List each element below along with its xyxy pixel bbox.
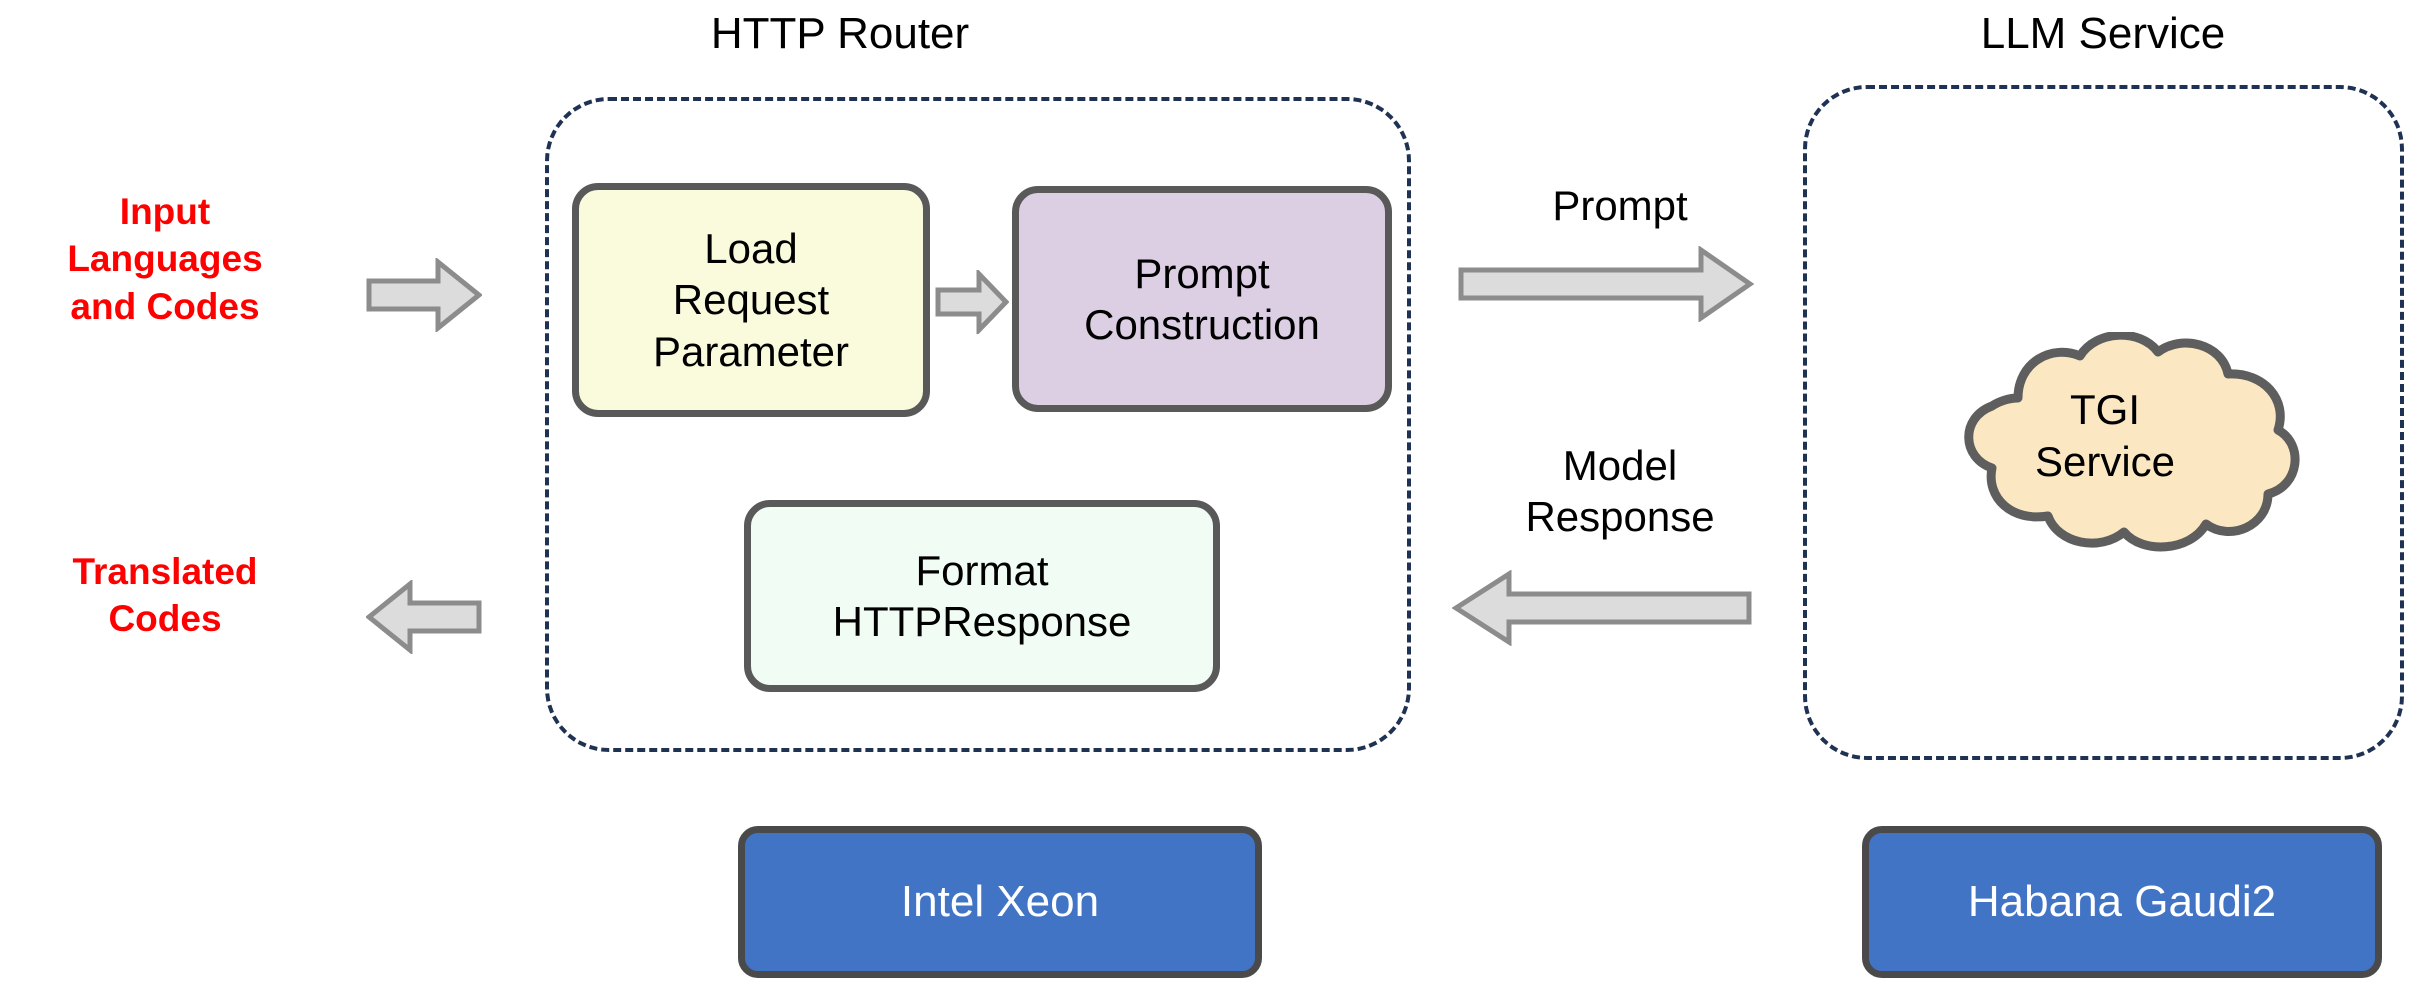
input-label: Input Languages and Codes	[67, 191, 263, 327]
habana-gaudi2-box[interactable]: Habana Gaudi2	[1862, 826, 2382, 978]
habana-gaudi2-label: Habana Gaudi2	[1967, 877, 2277, 926]
output-label: Translated Codes	[72, 551, 258, 640]
load-to-prompt-arrow	[935, 270, 1009, 334]
format-http-response-label: Format HTTPResponse	[832, 546, 1132, 645]
model-response-flow-label: Model Response	[1525, 442, 1715, 541]
prompt-flow-label: Prompt	[1552, 182, 1688, 229]
http-router-title: HTTP Router	[710, 9, 970, 58]
intel-xeon-label: Intel Xeon	[900, 877, 1100, 926]
format-http-response-box[interactable]: Format HTTPResponse	[744, 500, 1220, 692]
prompt-arrow	[1458, 246, 1754, 322]
prompt-construction-box[interactable]: Prompt Construction	[1012, 186, 1392, 412]
llm-service-group	[1803, 85, 2404, 760]
output-arrow	[366, 580, 482, 654]
tgi-service-cloud[interactable]: TGI Service	[1900, 332, 2310, 558]
cloud-icon	[1964, 332, 2300, 552]
input-arrow	[366, 258, 482, 332]
prompt-construction-label: Prompt Construction	[1084, 249, 1320, 348]
intel-xeon-box[interactable]: Intel Xeon	[738, 826, 1262, 978]
http-router-group	[545, 97, 1411, 752]
load-request-parameter-label: Load Request Parameter	[652, 225, 850, 375]
load-request-parameter-box[interactable]: Load Request Parameter	[572, 183, 930, 417]
llm-service-title: LLM Service	[1980, 9, 2226, 58]
model-response-arrow	[1452, 570, 1752, 646]
